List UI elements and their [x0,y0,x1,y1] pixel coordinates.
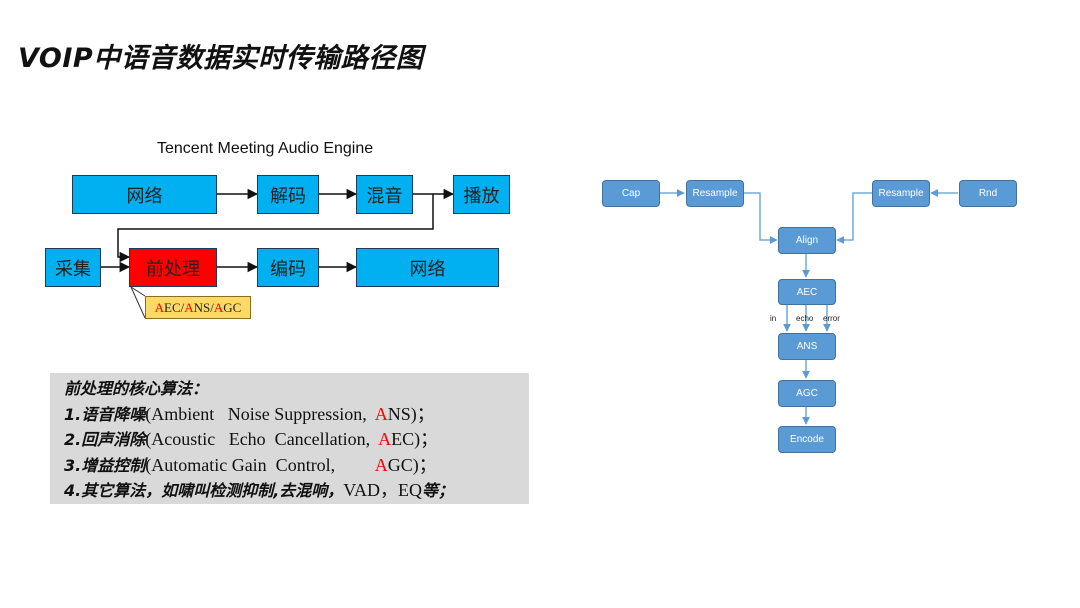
tag-acronym-a: A [184,299,194,315]
algorithms-heading: 前处理的核心算法： [64,379,209,398]
preprocess-box: 前处理 [129,248,217,287]
flow-align-box: Align [778,227,836,254]
flow-label-error: error [823,314,840,323]
tag-acronym-a: A [213,299,224,315]
flow-label-in: in [770,314,777,323]
page-title: VOIP中语音数据实时传输路径图 [18,43,424,74]
engine-title: Tencent Meeting Audio Engine [157,140,374,157]
flow-cap-box: Cap [602,180,660,207]
algorithms-panel: 前处理的核心算法： 1.语音降噪(Ambient Noise Suppressi… [50,373,529,504]
play-box: 播放 [453,175,510,214]
network-send-box: 网络 [356,248,499,287]
mix-box: 混音 [356,175,413,214]
capture-box: 采集 [45,248,101,287]
tag-gc: GC [223,299,242,315]
flow-arrow-resample-to-align-right [836,192,872,244]
flow-arrow-resample-to-align-left [744,192,778,244]
algorithm-line-other: 4.其它算法，如啸叫检测抑制,去混响，VAD，EQ等； [64,480,454,500]
decode-box: 解码 [257,175,319,214]
flow-ans-box: ANS [778,333,836,360]
algorithm-line-aec: 2.回声消除(Acoustic Echo Cancellation, AEC)； [64,429,439,449]
flow-resample-right-box: Resample [872,180,930,207]
flow-encode-box: Encode [778,426,836,453]
algorithm-line-ans: 1.语音降噪(Ambient Noise Suppression, ANS)； [64,403,435,424]
tag-ec: EC/ [164,299,185,315]
flow-label-echo: echo [796,314,814,323]
flow-agc-box: AGC [778,380,836,407]
flow-aec-box: AEC [778,279,836,305]
tag-ns: NS/ [193,299,214,315]
algorithm-line-agc: 3.增益控制(Automatic Gain Control, AGC)； [64,454,437,475]
tag-acronym-a: A [154,299,165,315]
flow-resample-left-box: Resample [686,180,744,207]
encode-box: 编码 [257,248,319,287]
arrow-loopback-reference [117,194,434,263]
flow-rnd-box: Rnd [959,180,1017,207]
network-receive-box: 网络 [72,175,217,214]
